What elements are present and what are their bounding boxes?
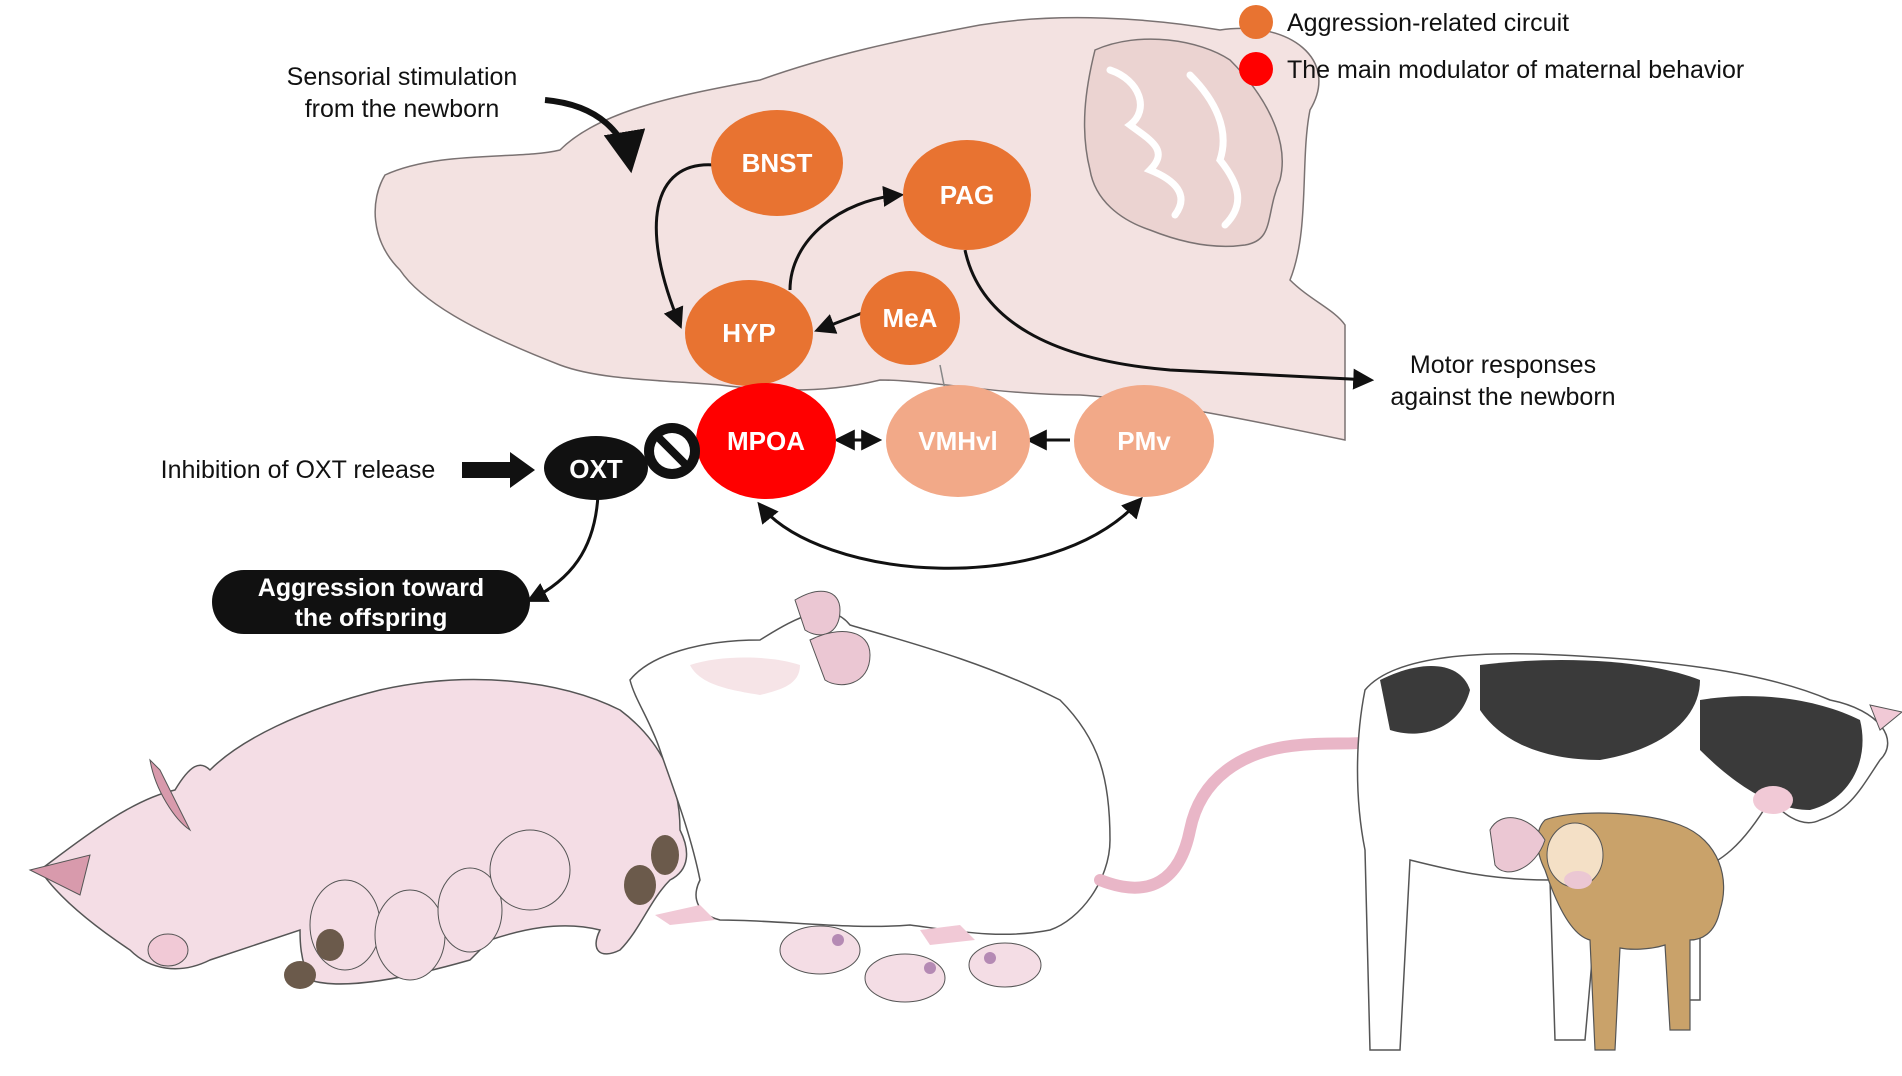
legend: Aggression-related circuit The main modu… — [1239, 5, 1744, 86]
legend-swatch-aggression — [1239, 5, 1273, 39]
sensorial-label-2: from the newborn — [305, 95, 500, 123]
inhibit-icon — [644, 423, 700, 479]
node-bnst: BNST — [711, 110, 843, 216]
inhibition-arrow — [462, 452, 535, 488]
node-vmhvl: VMHvl — [886, 385, 1030, 497]
legend-swatch-maternal — [1239, 52, 1273, 86]
svg-text:HYP: HYP — [722, 318, 775, 348]
node-hyp: HYP — [685, 280, 813, 386]
svg-text:MeA: MeA — [883, 303, 938, 333]
motor-label-2: against the newborn — [1390, 383, 1615, 411]
bnst-to-hyp-arrow — [654, 163, 716, 329]
node-oxt: OXT — [544, 436, 648, 500]
svg-text:Aggression toward: Aggression toward — [258, 574, 484, 602]
node-pmv: PMv — [1074, 385, 1214, 497]
connections — [462, 97, 1375, 602]
svg-text:MPOA: MPOA — [727, 426, 805, 456]
node-mea: MeA — [860, 271, 960, 365]
svg-text:PAG: PAG — [940, 180, 994, 210]
cow-illustration — [1356, 653, 1902, 1051]
svg-text:VMHvl: VMHvl — [918, 426, 997, 456]
svg-text:OXT: OXT — [569, 454, 623, 484]
sensorial-label-1: Sensorial stimulation — [287, 63, 518, 91]
svg-text:the offspring: the offspring — [295, 604, 448, 632]
brain-silhouette — [374, 16, 1346, 441]
motor-label-1: Motor responses — [1410, 351, 1596, 379]
pag-to-motor-arrow — [963, 249, 1375, 390]
node-mpoa: MPOA — [696, 383, 836, 499]
svg-text:PMv: PMv — [1117, 426, 1171, 456]
svg-text:BNST: BNST — [742, 148, 813, 178]
aggression-pill: Aggression toward the offspring — [212, 570, 530, 634]
node-pag: PAG — [903, 140, 1031, 250]
legend-label-aggression: Aggression-related circuit — [1287, 9, 1569, 37]
pig-illustration — [28, 678, 688, 989]
inhibition-label: Inhibition of OXT release — [161, 456, 436, 484]
rat-illustration — [629, 590, 1376, 1003]
legend-label-maternal: The main modulator of maternal behavior — [1287, 56, 1744, 84]
sensory-arrow — [544, 97, 646, 174]
mpoa-pmv-arc — [757, 496, 1143, 570]
oxt-to-aggression-arrow — [526, 494, 600, 602]
hyp-to-pag-arrow — [788, 185, 905, 291]
